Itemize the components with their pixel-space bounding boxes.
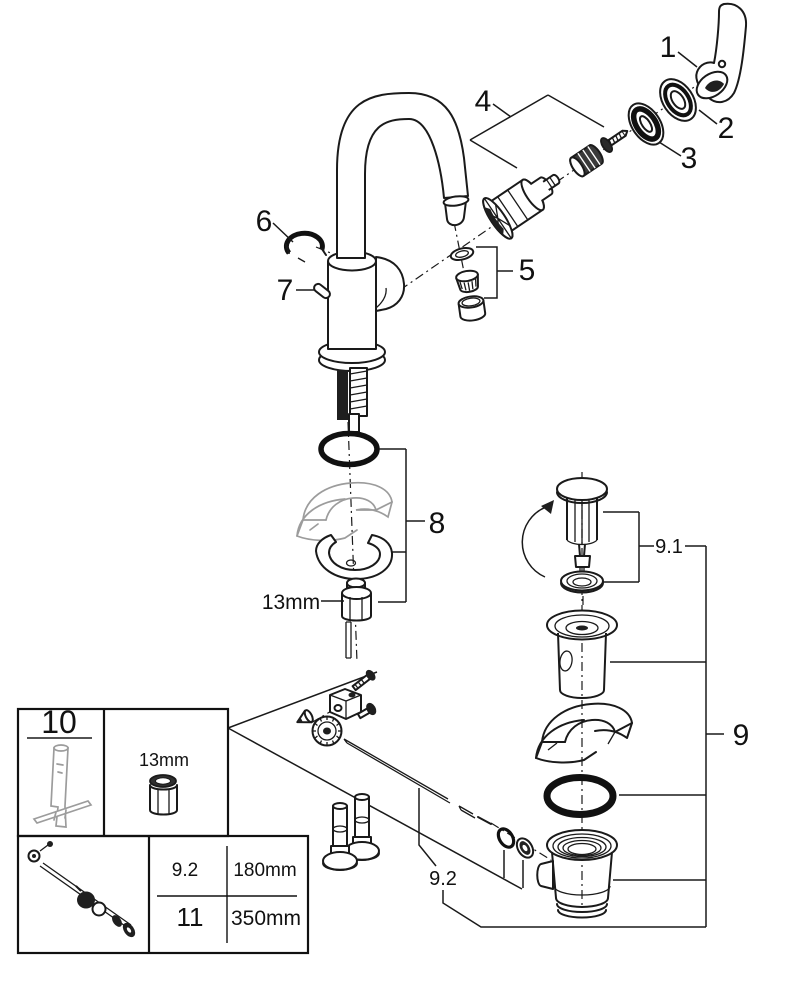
- pin-part: [313, 282, 331, 300]
- callout-9-1: 9.1: [655, 536, 683, 558]
- drain-plug: [521, 477, 608, 578]
- cartridge-screw: [600, 129, 629, 153]
- leader-lines: [272, 51, 724, 928]
- lift-rod-upper: [345, 621, 352, 659]
- spout: [336, 92, 469, 259]
- linkage-assembly: [296, 669, 377, 747]
- rod-o-ring: [496, 827, 516, 849]
- group-fork-lines: [227, 671, 524, 890]
- drain-gasket: [543, 774, 617, 818]
- callout-3: 3: [681, 142, 698, 175]
- wrench-size-label: 13mm: [262, 591, 320, 614]
- drain-tailpiece: [536, 829, 618, 919]
- aerator-mousseur: [455, 269, 479, 294]
- socket-tool-drawing: [32, 744, 93, 828]
- nut-drawing: [149, 774, 178, 816]
- callout-9-2: 9.2: [429, 868, 457, 890]
- rod-washer: [515, 837, 535, 859]
- fixation-o-ring: [318, 430, 380, 468]
- mounting-bolts: [322, 793, 380, 871]
- callout-6: 6: [256, 205, 273, 238]
- drain-wedge: [535, 702, 633, 764]
- linkage-top-screw: [351, 669, 376, 692]
- row-11-item: 11: [177, 902, 204, 932]
- linkage-block: [329, 688, 362, 720]
- base-ring-part: [627, 102, 665, 146]
- cartridge: [482, 173, 561, 240]
- row-92-length: 180mm: [233, 860, 296, 881]
- tool-item-number: 10: [41, 704, 77, 740]
- tool-size-label: 13mm: [139, 750, 189, 770]
- clip-part: [283, 230, 327, 263]
- linkage-side-screw: [356, 702, 377, 720]
- callout-7: 7: [277, 274, 294, 307]
- fixation-horseshoe-washer: [315, 534, 394, 580]
- callout-1: 1: [660, 31, 677, 64]
- callout-2: 2: [718, 112, 735, 145]
- linkage-cone-nut: [296, 709, 314, 724]
- spout-outlet: [442, 195, 470, 227]
- legend-table: 10 13mm: [16, 704, 310, 955]
- cap-ring-part: [659, 78, 697, 122]
- handle-lever-part: [695, 2, 748, 104]
- callout-labels: 1 2 3 4 5 6 7 8 9 9.1 9.2 13mm: [256, 31, 750, 890]
- callout-4: 4: [475, 85, 492, 118]
- callout-9: 9: [733, 719, 750, 752]
- row-92-item: 9.2: [172, 860, 198, 881]
- cartridge-dome-nut: [569, 144, 604, 178]
- row-11-length: 350mm: [231, 907, 301, 930]
- mounting-bolt-right: [344, 793, 380, 861]
- callout-5: 5: [519, 254, 536, 287]
- handle-hub: [375, 256, 406, 312]
- fixation-wedge: [296, 481, 393, 542]
- faucet-body: [327, 92, 470, 350]
- drain-flange: [546, 609, 618, 699]
- aerator-sleeve: [457, 295, 487, 322]
- fixation-nut-13mm: [341, 577, 372, 622]
- aerator-washer: [449, 246, 475, 262]
- faucet-base: [318, 340, 386, 433]
- mounting-bolt-left: [322, 802, 358, 871]
- lift-rod-long: [343, 738, 492, 825]
- callout-8: 8: [429, 507, 446, 540]
- linkage-knurled-knob: [311, 715, 343, 747]
- rod-assembly-drawing: [27, 841, 136, 938]
- drain-seal-ring: [560, 570, 604, 594]
